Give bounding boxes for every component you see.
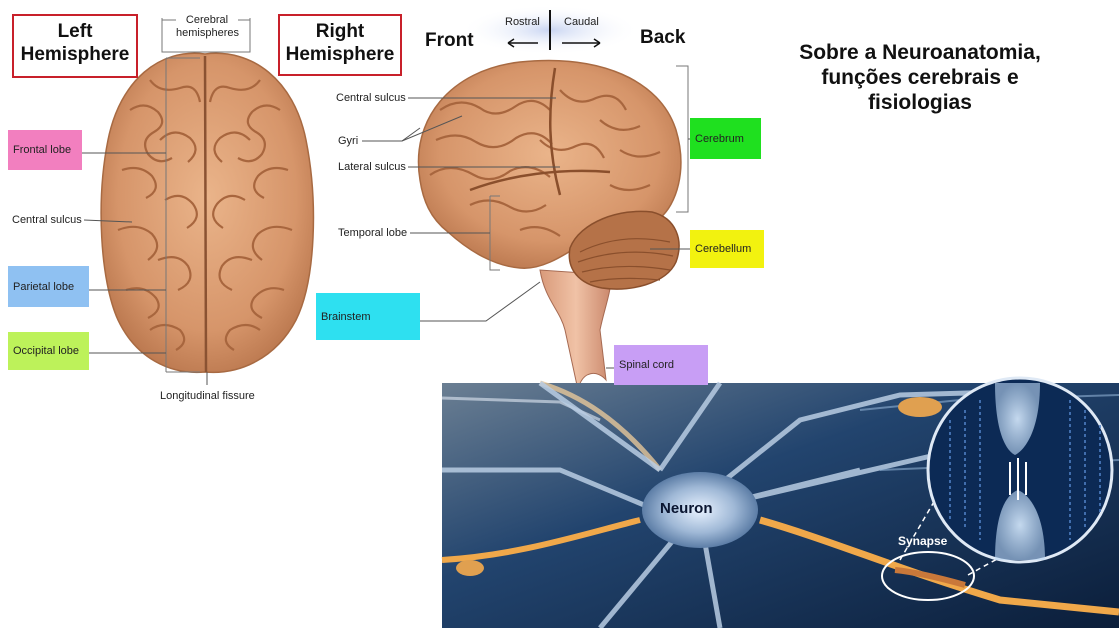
spinal-cord-tag: Spinal cord xyxy=(614,345,708,385)
title-line-1: Sobre a Neuroanatomia, xyxy=(740,40,1100,65)
right-heading-line-1: Right xyxy=(280,20,400,43)
synapse-label: Synapse xyxy=(898,534,947,548)
neuron-illustration xyxy=(442,378,1119,628)
page-title: Sobre a Neuroanatomia, funções cerebrais… xyxy=(740,40,1100,115)
central-sulcus-right-label: Central sulcus xyxy=(336,92,406,105)
cerebral-hemispheres-label: Cerebral hemispheres xyxy=(176,14,238,40)
left-heading-line-1: Left xyxy=(14,20,136,43)
right-hemisphere-heading: Right Hemisphere xyxy=(278,14,402,76)
side-view-brain xyxy=(362,61,690,390)
gyri-label: Gyri xyxy=(338,135,358,148)
neuron-label: Neuron xyxy=(660,500,713,517)
cerebellum-tag: Cerebellum xyxy=(690,230,764,268)
occipital-lobe-tag: Occipital lobe xyxy=(8,332,89,370)
title-line-3: fisiologias xyxy=(740,90,1100,115)
temporal-lobe-label: Temporal lobe xyxy=(338,227,407,240)
rostral-label: Rostral xyxy=(505,16,540,28)
direction-indicator xyxy=(460,5,640,55)
brainstem-tag: Brainstem xyxy=(316,293,420,340)
parietal-lobe-tag: Parietal lobe xyxy=(8,266,89,307)
cerebrum-tag: Cerebrum xyxy=(690,118,761,159)
cerebral-hemispheres-line-1: Cerebral xyxy=(176,14,238,27)
left-hemisphere-heading: Left Hemisphere xyxy=(12,14,138,78)
left-heading-line-2: Hemisphere xyxy=(14,43,136,66)
right-heading-line-2: Hemisphere xyxy=(280,43,400,66)
front-label: Front xyxy=(425,30,474,52)
caudal-label: Caudal xyxy=(564,16,599,28)
longitudinal-fissure-label: Longitudinal fissure xyxy=(160,390,255,403)
cerebral-hemispheres-line-2: hemispheres xyxy=(176,27,238,40)
lateral-sulcus-label: Lateral sulcus xyxy=(338,161,406,174)
back-label: Back xyxy=(640,27,685,49)
central-sulcus-left-label: Central sulcus xyxy=(12,214,82,227)
title-line-2: funções cerebrais e xyxy=(740,65,1100,90)
frontal-lobe-tag: Frontal lobe xyxy=(8,130,82,170)
